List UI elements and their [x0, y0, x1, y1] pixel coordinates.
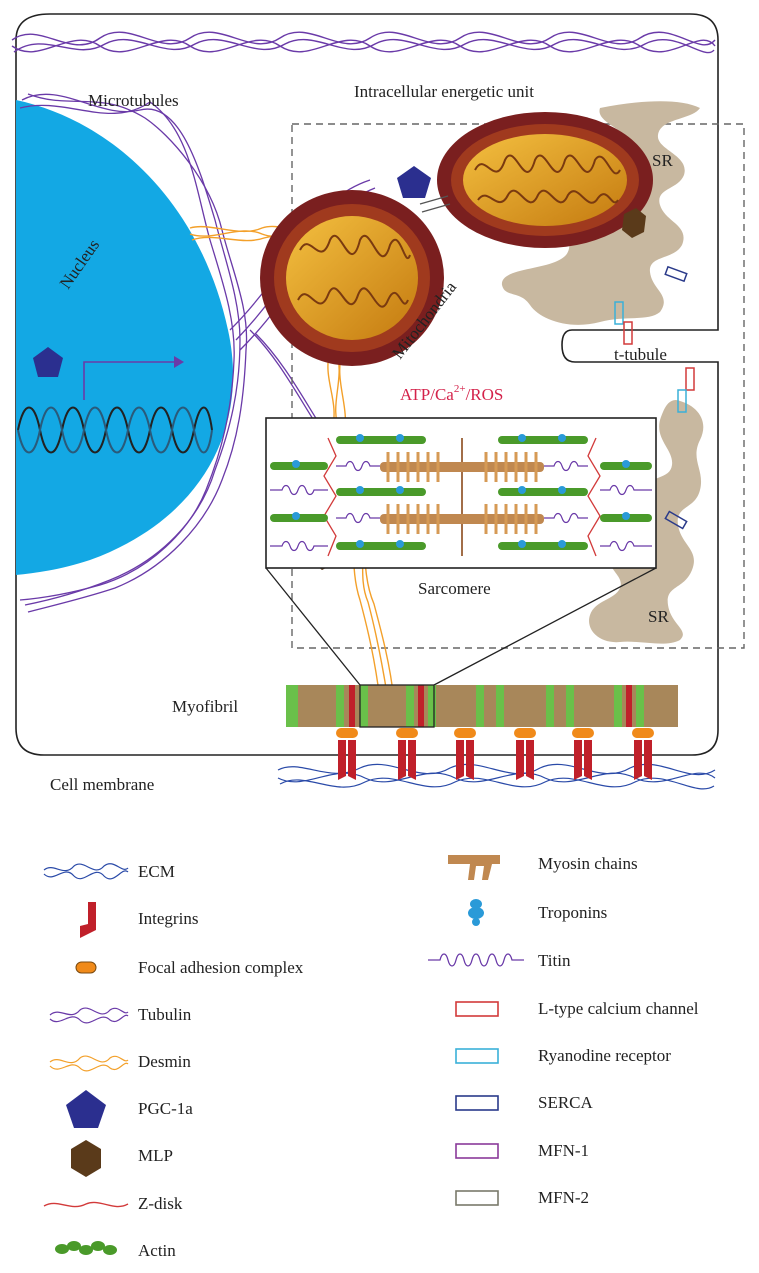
mlp-hexagon-icon [71, 1140, 101, 1177]
pgc1a-pentagon-icon [66, 1090, 106, 1128]
label-t-tubule: t-tubule [614, 345, 667, 364]
z-disk-lines [323, 437, 601, 557]
legend-label-mfn2: MFN-2 [538, 1188, 589, 1207]
legend-label-mlp: MLP [138, 1146, 173, 1165]
label-energetic-unit: Intracellular energetic unit [354, 82, 534, 101]
legend-label-troponins: Troponins [538, 903, 607, 922]
focal-adhesion-icon [75, 961, 97, 974]
ryanodine-receptor-bottom [677, 389, 687, 413]
l-type-channel-top [623, 321, 633, 345]
serca-channel-bottom [664, 510, 688, 530]
ryanodine-receptor-top [614, 301, 624, 325]
nucleus [16, 100, 234, 575]
label-sarcomere: Sarcomere [418, 579, 491, 598]
legend-label-actin: Actin [138, 1241, 176, 1260]
transcription-arrowhead [174, 356, 184, 368]
integrin-group [336, 728, 654, 780]
mlp-hexagon-sr [622, 208, 646, 238]
legend-label-l-type: L-type calcium channel [538, 999, 699, 1018]
legend-label-desmin: Desmin [138, 1052, 191, 1071]
desmin-icon [49, 1055, 129, 1072]
legend-label-serca: SERCA [538, 1093, 594, 1112]
tubulin-icon [49, 1007, 129, 1024]
label-atp-prefix: ATP/Ca [400, 385, 454, 404]
energetic-unit-box [291, 123, 745, 649]
l-type-channel-icon [455, 1001, 499, 1017]
legend-label-mfn1: MFN-1 [538, 1141, 589, 1160]
mitochondrion-left [260, 190, 444, 366]
transcription-arrow [83, 361, 174, 400]
pgc1a-pentagon-mito [397, 166, 431, 198]
mitochondrion-right [437, 112, 653, 248]
legend-label-tubulin: Tubulin [138, 1005, 192, 1024]
l-type-channel-bottom [685, 367, 695, 391]
legend-label-titin: Titin [538, 951, 571, 970]
serca-channel-top [664, 265, 688, 283]
label-atp-suffix: /ROS [466, 385, 504, 404]
pgc1a-pentagon-nucleus [33, 347, 63, 377]
mfn-tethers [419, 195, 451, 213]
label-cell-membrane: Cell membrane [50, 775, 154, 794]
tubulin-perinuclear [19, 93, 248, 613]
sr-top [501, 101, 700, 325]
myosin-icon [448, 855, 500, 880]
z-disk-icon [43, 1201, 129, 1208]
integrin-icon [80, 902, 96, 938]
legend-label-focal-adhesion: Focal adhesion complex [138, 958, 304, 977]
myofibril [286, 685, 678, 727]
tubulin-top-bundle [11, 31, 716, 54]
legend-label-z-disk: Z-disk [138, 1194, 183, 1213]
legend-label-ryanodine: Ryanodine receptor [538, 1046, 671, 1065]
ecm-icon [43, 863, 129, 880]
label-sr-bottom: SR [648, 607, 669, 626]
label-myofibril: Myofibril [172, 697, 238, 716]
legend-label-myosin: Myosin chains [538, 854, 638, 873]
titin-coils [270, 460, 652, 552]
legend-label-pgc1a: PGC-1a [138, 1099, 193, 1118]
label-microtubules: Microtubules [88, 91, 179, 110]
titin-icon [428, 953, 524, 967]
label-atp-ca-ros: ATP/Ca2+/ROS [400, 383, 503, 404]
mfn2-icon [455, 1190, 499, 1206]
ryanodine-receptor-icon [455, 1048, 499, 1064]
legend-label-ecm: ECM [138, 862, 175, 881]
troponin-dots [292, 434, 630, 548]
legend-label-integrins: Integrins [138, 909, 198, 928]
label-atp-superscript: 2+ [454, 383, 466, 395]
myosin-filaments [380, 452, 544, 534]
dna-helix [17, 406, 213, 454]
zoom-line-right [433, 567, 657, 686]
actin-icon [55, 1241, 117, 1255]
serca-icon [455, 1095, 499, 1111]
mfn1-icon [455, 1143, 499, 1159]
myofibril-zoom-box [359, 684, 435, 728]
troponin-icon [468, 899, 484, 926]
label-sr-top: SR [652, 151, 673, 170]
zoom-line-left [265, 567, 361, 686]
legend: ECM Integrins Focal adhesion complex Tub… [43, 854, 699, 1260]
